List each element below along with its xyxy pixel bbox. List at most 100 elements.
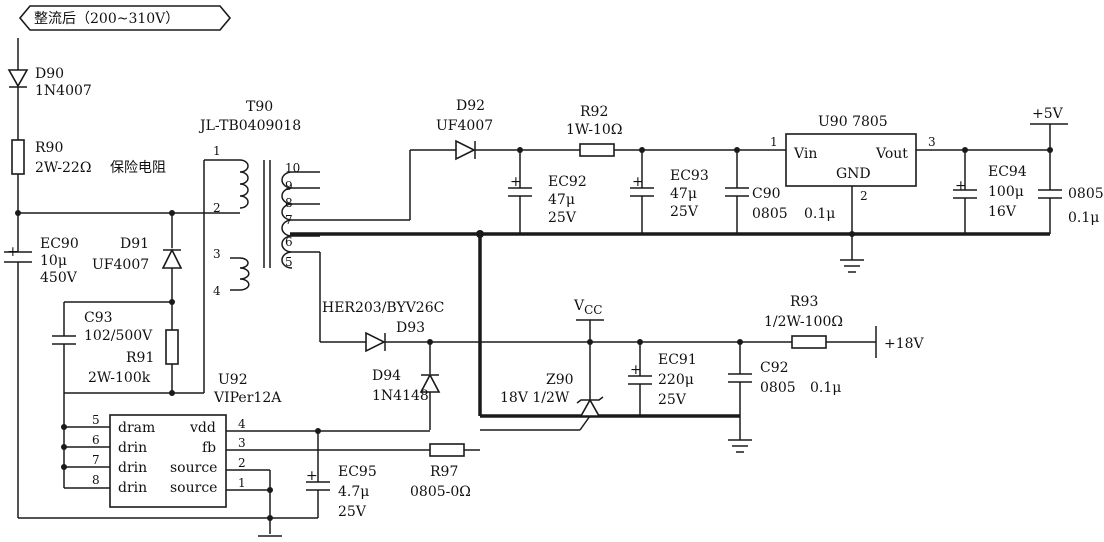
t90-pin-10: 10 — [285, 161, 300, 175]
c92-ref: C92 — [760, 360, 789, 376]
eighteen-volt-branch — [319, 252, 877, 453]
u92-pin-source-b: source — [170, 480, 217, 496]
transformer-t90 — [203, 159, 320, 393]
ec95-cap: 4.7μ — [338, 484, 369, 500]
d90-diode-symbol — [7, 69, 29, 88]
t90-pin-2: 2 — [213, 201, 221, 215]
ec92-cap: 47μ — [548, 192, 575, 208]
u92-box — [109, 414, 227, 508]
u90-pin3: 3 — [928, 135, 936, 149]
d91-value: UF4007 — [92, 257, 149, 273]
z90-ref: Z90 — [546, 372, 574, 388]
u92-pin-6: 6 — [92, 433, 100, 447]
t90-pin-4: 4 — [213, 284, 221, 298]
u90-vout: Vout — [875, 146, 908, 162]
ec94-cap: 100μ — [988, 184, 1024, 200]
ec95-plus: + — [306, 468, 318, 484]
u92-pin-3: 3 — [238, 436, 246, 450]
t90-pin-5: 5 — [285, 255, 293, 269]
r93-value: 1/2W-100Ω — [764, 314, 843, 330]
z90-value: 18V 1/2W — [500, 390, 570, 406]
d92-value: UF4007 — [436, 118, 493, 134]
d92-diode-symbol — [455, 139, 476, 161]
u90-pin1: 1 — [770, 135, 778, 149]
d90-value: 1N4007 — [35, 83, 92, 99]
ec93-ref: EC93 — [670, 168, 709, 184]
ec94-plus: + — [955, 178, 967, 194]
u90-ref: U90 7805 — [818, 114, 888, 130]
ec93-volt: 25V — [670, 204, 699, 220]
c90-value: 0805 — [752, 206, 788, 222]
ec91-volt: 25V — [658, 392, 687, 408]
u92-pin-5: 5 — [92, 413, 100, 427]
ec95-ref: EC95 — [338, 464, 377, 480]
t90-value: JL-TB0409018 — [198, 118, 301, 134]
ec94-ref: EC94 — [988, 164, 1027, 180]
u92-pin-5-name: dram — [118, 420, 155, 436]
r91-ref: R91 — [126, 350, 154, 366]
r92-value: 1W-10Ω — [566, 122, 622, 138]
u90-regulator — [785, 133, 1050, 273]
u90-pin2: 2 — [860, 189, 868, 203]
five-volt-branch — [320, 139, 786, 234]
d92-ref: D92 — [456, 98, 485, 114]
ec92-plus: + — [510, 174, 522, 190]
u92-pin-vdd: vdd — [189, 420, 216, 436]
five-volt-output — [953, 123, 1068, 234]
u90-gnd: GND — [836, 166, 871, 182]
c92-value: 0805 — [760, 380, 796, 396]
t90-pin-9: 9 — [285, 179, 293, 193]
c92-cap: 0.1μ — [810, 380, 841, 396]
t90-pin-6: 6 — [285, 235, 293, 249]
d91-diode-symbol — [161, 248, 183, 269]
d93-ref: D93 — [396, 320, 425, 336]
u92-pin-1: 1 — [238, 476, 246, 490]
rail-plus5: +5V — [1032, 106, 1064, 122]
c-out5-value: 0805 — [1068, 186, 1104, 202]
d94-value: 1N4148 — [372, 388, 429, 404]
t90-pin-3: 3 — [213, 247, 221, 261]
t90-ref: T90 — [246, 99, 273, 115]
c90-cap: 0.1μ — [804, 206, 835, 222]
input-label-text: 整流后（200~310V） — [34, 11, 179, 27]
z90-zener-symbol — [579, 398, 601, 417]
u92-pin-4: 4 — [238, 417, 246, 431]
r90-value: 2W-22Ω — [35, 160, 91, 176]
u92-value: VIPer12A — [213, 390, 282, 406]
ec92-ref: EC92 — [548, 174, 587, 190]
r93-resistor-symbol — [791, 335, 827, 349]
u92-pin-8: 8 — [92, 473, 100, 487]
u92-pin-8-name: drin — [118, 480, 147, 496]
t90-pin-7: 7 — [285, 213, 293, 227]
c93-value: 102/500V — [84, 328, 153, 344]
r91-value: 2W-100k — [88, 370, 151, 386]
r97-resistor-symbol — [429, 443, 465, 457]
snubber-clamp — [52, 213, 204, 396]
c90-ref: C90 — [752, 186, 781, 202]
d90-ref: D90 — [35, 66, 64, 82]
t90-pin-1: 1 — [213, 144, 221, 158]
u92-ref: U92 — [218, 372, 248, 388]
ec93-plus: + — [632, 174, 644, 190]
input-label-tag: 整流后（200~310V） — [18, 5, 232, 31]
ec93-cap: 47μ — [670, 186, 697, 202]
u92-pin-7-name: drin — [118, 460, 147, 476]
t90-pin-8: 8 — [285, 196, 293, 210]
u90-box — [785, 133, 917, 187]
r90-resistor-symbol — [11, 139, 25, 175]
ec94-volt: 16V — [988, 204, 1017, 220]
ec91-cap: 220μ — [658, 372, 694, 388]
ec91-plus: + — [630, 362, 642, 378]
d93-diode-symbol — [365, 331, 386, 353]
r97-value: 0805-0Ω — [410, 484, 471, 500]
r97-ref: R97 — [430, 464, 458, 480]
ec90-plus-sign: + — [7, 244, 19, 260]
d93-value: HER203/BYV26C — [322, 300, 444, 316]
u92-controller — [61, 393, 591, 537]
d91-ref: D91 — [120, 236, 149, 252]
u92-pin-source-a: source — [170, 460, 217, 476]
ec90-ref: EC90 — [40, 236, 79, 252]
r93-ref: R93 — [790, 294, 818, 310]
